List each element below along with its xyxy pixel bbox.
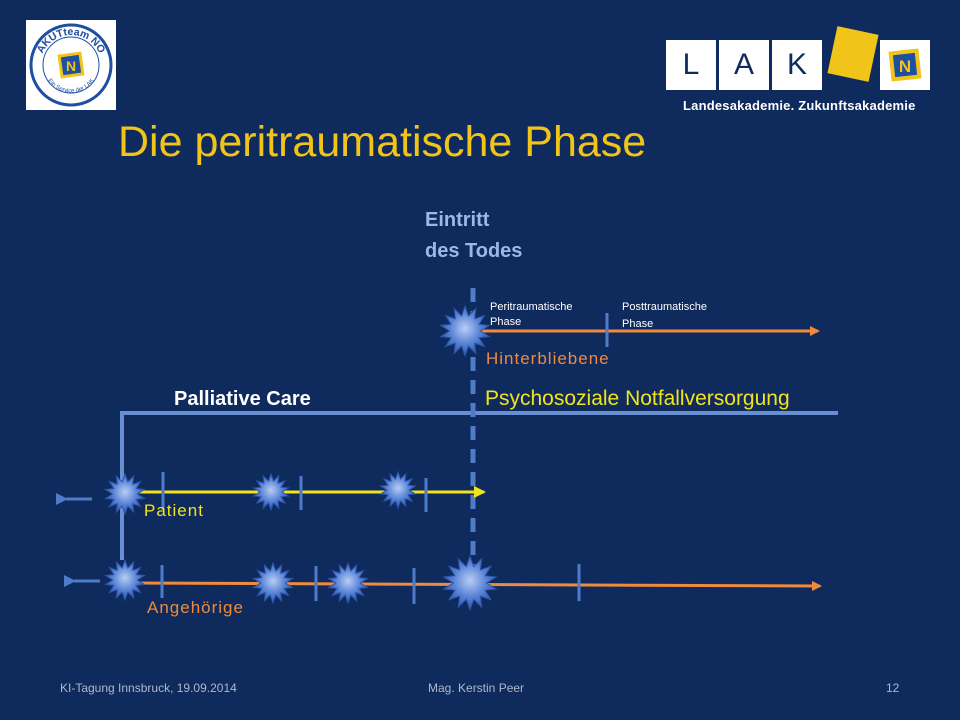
- peri-phase-label-line1: Peritraumatische: [490, 301, 573, 313]
- page-title: Die peritraumatische Phase: [118, 118, 647, 166]
- crisis-burst-icon: [379, 470, 417, 510]
- post-phase-label-line2: Phase: [622, 318, 653, 330]
- death-label-line2: des Todes: [425, 240, 522, 262]
- crisis-burst-icon: [327, 561, 369, 605]
- post-phase-label-line1: Posttraumatische: [622, 301, 707, 313]
- patient-label: Patient: [144, 501, 204, 520]
- footer-event: KI-Tagung Innsbruck, 19.09.2014: [60, 681, 237, 695]
- crisis-burst-icon: [439, 304, 491, 358]
- crisis-burst-icon: [442, 554, 498, 612]
- peri-phase-label-line2: Phase: [490, 316, 521, 328]
- lak-badge: N: [880, 40, 930, 90]
- akut-badge-letter: N: [66, 58, 76, 74]
- lak-n-badge-icon: N: [888, 48, 922, 82]
- lak-letter-l: L: [666, 40, 716, 90]
- bereaved-label: Hinterbliebene: [486, 349, 610, 368]
- footer-author: Mag. Kerstin Peer: [428, 681, 525, 695]
- crisis-burst-icon: [252, 472, 290, 512]
- crisis-bursts: [104, 304, 498, 612]
- relatives-label: Angehörige: [147, 598, 244, 617]
- palliative-care-label: Palliative Care: [174, 388, 311, 410]
- lak-badge-letter: N: [899, 57, 911, 76]
- slide-number: 12: [886, 681, 900, 695]
- death-label-line1: Eintritt: [425, 209, 490, 231]
- crisis-burst-icon: [252, 561, 294, 605]
- akut-logo-graphic: AKUTteam NÖ Ein Service der LAK N: [29, 23, 113, 107]
- lak-logo: L A K N: [666, 26, 932, 90]
- lak-subtitle: Landesakademie. Zukunftsakademie: [683, 98, 916, 113]
- lak-letter-k: K: [772, 40, 822, 90]
- lak-letter-a: A: [719, 40, 769, 90]
- crisis-burst-icon: [104, 558, 146, 602]
- akut-team-logo: AKUTteam NÖ Ein Service der LAK N: [26, 20, 116, 110]
- psn-label: Psychosoziale Notfallversorgung: [485, 387, 790, 410]
- crisis-burst-icon: [104, 472, 146, 516]
- care-bracket-line: [120, 411, 838, 560]
